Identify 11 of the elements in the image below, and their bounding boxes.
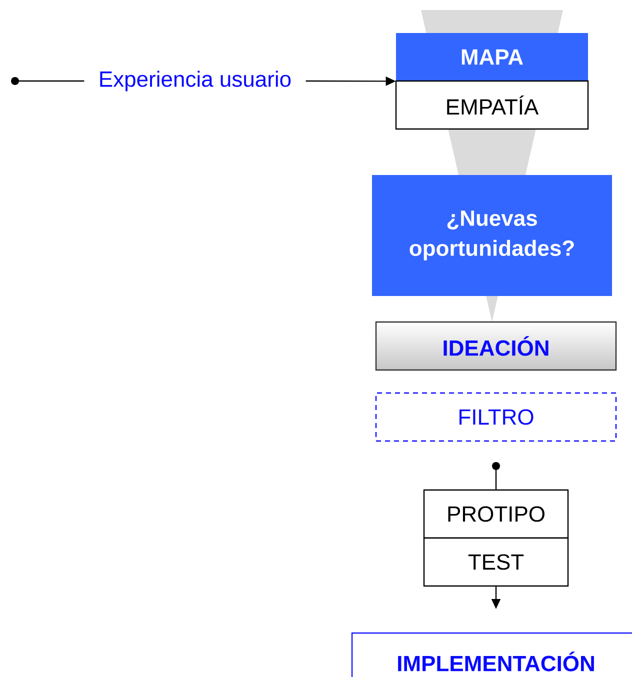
process-box: EMPATÍA [395, 80, 589, 130]
flow-label: Experiencia usuario [100, 70, 291, 92]
process-box: PROTIPO [423, 489, 569, 539]
header-box: MAPA [396, 33, 588, 81]
arrow [11, 77, 84, 85]
question-box: ¿Nuevas oportunidades? [372, 175, 612, 296]
arrow [492, 462, 500, 490]
process-box: IMPLEMENTACIÓN [351, 632, 632, 677]
filter-box: FILTRO [375, 392, 617, 442]
process-box: IDEACIÓN [375, 321, 617, 371]
process-box: TEST [423, 537, 569, 587]
